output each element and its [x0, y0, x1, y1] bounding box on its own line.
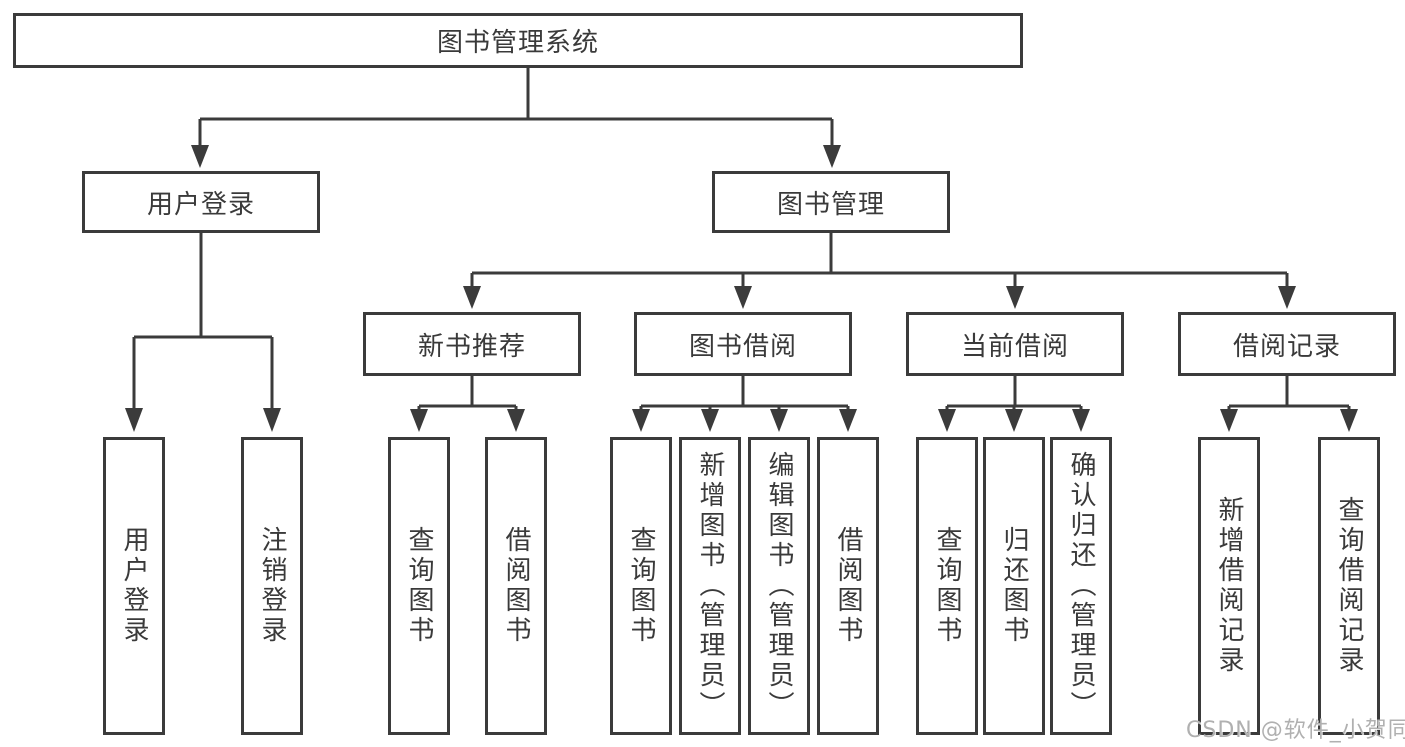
node-label: 查询图书 — [932, 526, 962, 646]
edge-book-mgmt-children — [470, 233, 1289, 290]
node-leaf-return-books: 归还图书 — [983, 437, 1045, 735]
node-label: 借阅记录 — [1232, 331, 1341, 362]
arrowheads-borrow-records-children — [1220, 409, 1358, 432]
arrowheads-book-mgmt-children — [463, 286, 1296, 309]
arrowheads-level1 — [191, 145, 841, 168]
edge-root-to-level1 — [198, 68, 834, 150]
node-label: 当前借阅 — [960, 331, 1069, 362]
arrowheads-user-login-children — [125, 408, 281, 432]
node-leaf-query-books-borrow: 查询图书 — [610, 437, 672, 735]
node-label: 注销登录 — [257, 526, 287, 646]
node-label: 确认归还（管理员） — [1066, 451, 1096, 721]
edge-current-borrow-children — [945, 376, 1083, 412]
node-label: 借阅图书 — [833, 526, 863, 646]
node-leaf-edit-books-admin: 编辑图书（管理员） — [748, 437, 810, 735]
node-label: 查询借阅记录 — [1334, 496, 1364, 676]
node-book-borrow: 图书借阅 — [634, 312, 852, 376]
node-label: 查询图书 — [626, 526, 656, 646]
node-leaf-logout: 注销登录 — [241, 437, 303, 735]
node-label: 用户登录 — [119, 526, 149, 646]
node-label: 归还图书 — [999, 526, 1029, 646]
node-leaf-query-borrow-record: 查询借阅记录 — [1318, 437, 1380, 735]
edge-borrow-records-children — [1227, 376, 1351, 412]
arrowheads-book-borrow-children — [632, 409, 857, 432]
node-label: 图书管理 — [776, 189, 885, 220]
csdn-watermark: CSDN @软件_小贺同学 — [1186, 718, 1405, 743]
arrowheads-new-book-children — [410, 409, 525, 432]
node-book-management: 图书管理 — [712, 171, 950, 233]
node-borrow-records: 借阅记录 — [1178, 312, 1396, 376]
node-label: 新增图书（管理员） — [695, 451, 725, 721]
node-new-book-recommend: 新书推荐 — [363, 312, 581, 376]
node-leaf-query-books-current: 查询图书 — [916, 437, 978, 735]
edge-new-book-children — [417, 376, 518, 412]
node-leaf-add-borrow-record: 新增借阅记录 — [1198, 437, 1260, 735]
node-label: 图书管理系统 — [436, 28, 599, 58]
node-label: 新增借阅记录 — [1214, 496, 1244, 676]
arrowheads-current-borrow-children — [938, 409, 1090, 432]
node-leaf-query-books-recommend: 查询图书 — [388, 437, 450, 735]
node-label: 查询图书 — [404, 526, 434, 646]
node-leaf-user-login: 用户登录 — [103, 437, 165, 735]
node-label: 用户登录 — [146, 189, 255, 220]
node-label: 借阅图书 — [501, 526, 531, 646]
node-leaf-borrow-books-recommend: 借阅图书 — [485, 437, 547, 735]
node-current-borrow: 当前借阅 — [906, 312, 1124, 376]
node-label: 编辑图书（管理员） — [764, 451, 794, 721]
node-label: 图书借阅 — [688, 331, 797, 362]
node-leaf-borrow-books: 借阅图书 — [817, 437, 879, 735]
node-leaf-add-books-admin: 新增图书（管理员） — [679, 437, 741, 735]
node-user-login: 用户登录 — [82, 171, 320, 233]
node-label: 新书推荐 — [417, 331, 526, 362]
edge-book-borrow-children — [639, 376, 850, 412]
edge-user-login-children — [132, 233, 274, 412]
node-library-management-system: 图书管理系统 — [13, 13, 1023, 68]
node-leaf-confirm-return-admin: 确认归还（管理员） — [1050, 437, 1112, 735]
